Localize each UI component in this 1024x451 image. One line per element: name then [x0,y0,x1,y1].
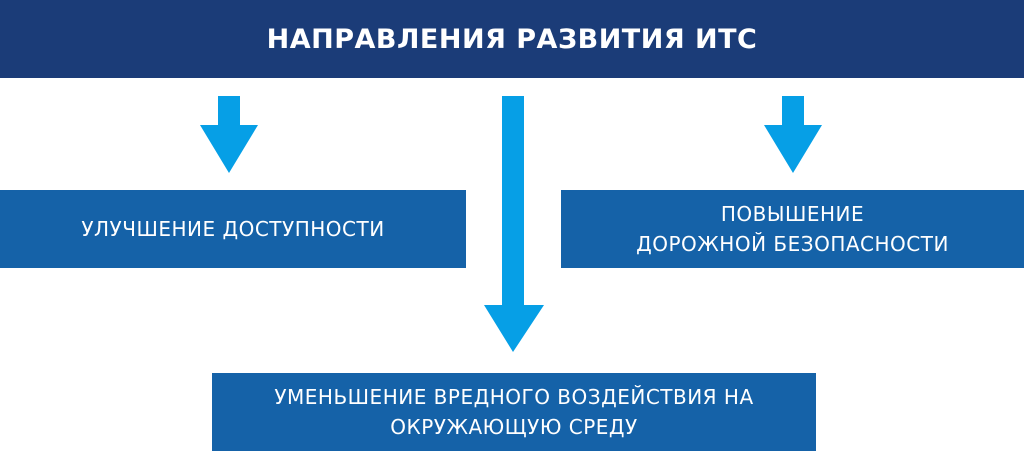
box-text-line2: ОКРУЖАЮЩУЮ СРЕДУ [390,415,638,439]
title-text: НАПРАВЛЕНИЯ РАЗВИТИЯ ИТС [266,23,758,55]
box-text: УЛУЧШЕНИЕ ДОСТУПНОСТИ [81,217,385,241]
arrow-right [764,96,822,173]
box-text-line1: УМЕНЬШЕНИЕ ВРЕДНОГО ВОЗДЕЙСТВИЯ НА [274,385,754,409]
arrow-left [200,96,258,173]
diagram-title: НАПРАВЛЕНИЯ РАЗВИТИЯ ИТС [0,0,1024,78]
box-text-line1: ПОВЫШЕНИЕ [720,202,865,226]
box-environment: УМЕНЬШЕНИЕ ВРЕДНОГО ВОЗДЕЙСТВИЯ НА ОКРУЖ… [212,373,816,451]
box-road-safety: ПОВЫШЕНИЕ ДОРОЖНОЙ БЕЗОПАСНОСТИ [561,190,1024,268]
arrow-center [484,96,544,352]
box-accessibility: УЛУЧШЕНИЕ ДОСТУПНОСТИ [0,190,466,268]
box-text-line2: ДОРОЖНОЙ БЕЗОПАСНОСТИ [636,232,949,256]
